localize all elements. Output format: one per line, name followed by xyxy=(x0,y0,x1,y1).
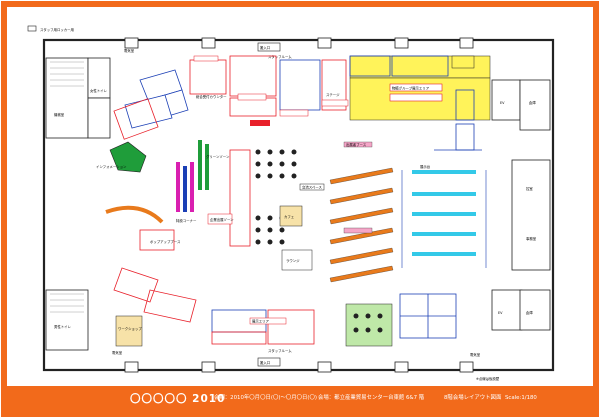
cafe-area xyxy=(279,205,303,227)
green-bars xyxy=(198,140,209,190)
stage-label: ステージ xyxy=(326,92,340,97)
yellow-sign-2 xyxy=(389,93,443,102)
stairs-left xyxy=(50,61,84,313)
seating-grid xyxy=(255,149,297,245)
green-zone-seats xyxy=(353,313,383,333)
legend-label: スタッフ用ロッカー用 xyxy=(40,27,74,32)
corner-purple-label: 特設コーナー xyxy=(176,218,197,223)
room-office: 事務室 xyxy=(526,236,537,241)
room-elec-br: 電気室 xyxy=(470,352,481,357)
entrance-top-label: 搬入口 xyxy=(260,45,270,50)
room-machine: 機械室 xyxy=(54,112,65,117)
staff-room-top: スタッフルーム xyxy=(268,54,292,59)
footer-dates: 会期：2010年〇月〇日(〇)〜〇月〇日(〇) xyxy=(214,395,317,401)
pillars-bottom xyxy=(124,361,474,373)
pink-signs xyxy=(343,141,373,234)
entrance-bottom xyxy=(257,357,281,367)
cyan-dividers xyxy=(401,170,487,268)
footer-band xyxy=(4,386,596,412)
room-waiting: 控室 xyxy=(526,186,533,191)
footer-venue: 会場：都立産業貿易センター台東館 6&7 階 xyxy=(318,395,425,401)
lounge-label: ラウンジ xyxy=(286,258,300,263)
gathering-label: 交流スペース xyxy=(302,185,323,190)
footer-title: 〇〇〇〇〇 2010 xyxy=(130,393,226,405)
booth-signs-top xyxy=(193,55,349,126)
entrance-bottom-label: 搬入口 xyxy=(260,360,270,365)
orange-booth-rows xyxy=(329,167,394,283)
blue-booths-right xyxy=(434,89,482,151)
red-central-column xyxy=(229,149,251,247)
booth-block-bottom-left xyxy=(113,267,197,323)
yellow-kiosk xyxy=(451,55,475,69)
staff-room-bottom: スタッフルーム xyxy=(268,348,292,353)
pillars-top xyxy=(124,37,474,49)
building-outline xyxy=(42,38,555,372)
lounge-area xyxy=(281,249,313,271)
blue-diagonal-booths xyxy=(124,69,189,129)
room-ev-left: EV xyxy=(498,311,503,315)
yellow-zone-label: 物販グループ展示エリア xyxy=(392,86,430,91)
footer-scale: Scale:1/180 xyxy=(505,395,537,401)
cyan-table-label: 展示台 xyxy=(420,164,431,169)
left-core xyxy=(45,57,111,351)
red-sign-central xyxy=(207,213,233,225)
corner-red-label: 企業出展ゾーン xyxy=(210,217,234,222)
corner-green-label: グリーンゾーン xyxy=(206,154,230,159)
room-men-toilet: 男性トイレ xyxy=(54,324,72,329)
footer-page: 8階会場レイアウト図面 xyxy=(444,395,502,401)
room-storage-right: 倉庫 xyxy=(529,100,536,105)
green-zone-bottom xyxy=(345,303,393,347)
entrance-top xyxy=(257,42,281,52)
workshop-label: ワークショップ xyxy=(118,326,142,331)
notes-label: ※点線は仮設壁 xyxy=(476,376,500,381)
room-elec-tl: 電気室 xyxy=(124,48,135,53)
cafe-label: カフェ xyxy=(284,214,294,219)
yellow-sign-1 xyxy=(389,83,443,92)
popup-booth-label: ポップアップブース xyxy=(150,239,181,244)
booth-block-bottom xyxy=(211,309,315,345)
red-booth-left xyxy=(139,229,175,251)
room-storage-left: 倉庫 xyxy=(526,310,533,315)
gathering-sign xyxy=(299,183,325,191)
info-counter-label: インフォメーション xyxy=(96,164,127,169)
cyan-tables xyxy=(412,170,476,256)
reception-label: 総合受付カウンター xyxy=(196,94,227,99)
red-diag-booth xyxy=(113,98,159,140)
right-core xyxy=(491,79,551,331)
booth-block-bottom-right xyxy=(399,293,457,339)
booths-orange-label: 出展者ブース xyxy=(346,142,367,147)
workshop-area xyxy=(115,315,143,347)
room-women-toilet: 女性トイレ xyxy=(90,88,108,93)
green-kiosk xyxy=(109,141,147,173)
curved-counter xyxy=(105,205,164,224)
room-ev-right: EV xyxy=(500,101,505,105)
legend-swatch xyxy=(27,25,37,32)
magenta-bars xyxy=(176,162,194,212)
display-area-label: 展示エリア xyxy=(252,319,270,324)
room-elec-bl: 電気室 xyxy=(112,350,123,355)
